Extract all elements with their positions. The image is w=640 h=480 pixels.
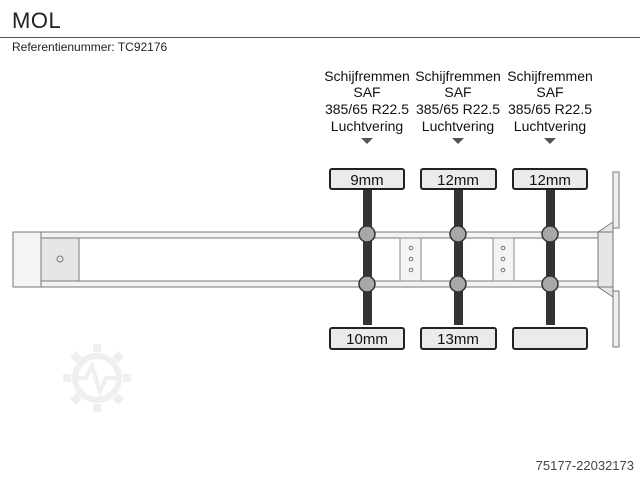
- down-triangle-icon: [544, 138, 556, 144]
- axle-suspension: Luchtvering: [331, 118, 403, 134]
- axle-make: SAF: [536, 84, 563, 100]
- hub: [358, 225, 376, 243]
- rear-end-block: [597, 231, 614, 288]
- axle-suspension: Luchtvering: [514, 118, 586, 134]
- tire-top: [420, 168, 497, 190]
- hub: [358, 275, 376, 293]
- rear-light-bottom: [612, 290, 620, 348]
- front-end-block: [12, 231, 42, 288]
- down-triangle-icon: [452, 138, 464, 144]
- axle-brake: Schijfremmen: [324, 68, 410, 84]
- down-triangle-icon: [361, 138, 373, 144]
- tire-bottom: [512, 327, 588, 350]
- axle-make: SAF: [353, 84, 380, 100]
- cross-member: [399, 237, 422, 282]
- axle-bar: [363, 189, 372, 325]
- kingpin-plate: [40, 237, 80, 282]
- cross-member: [492, 237, 515, 282]
- tire-top: [512, 168, 588, 190]
- hub: [541, 225, 559, 243]
- axle-make: SAF: [444, 84, 471, 100]
- tread-depth-bottom: 10mm: [346, 331, 388, 348]
- axle-tire-size: 385/65 R22.5: [325, 101, 409, 117]
- tread-depth-bottom: 13mm: [437, 331, 479, 348]
- listing-id: 75177-22032173: [535, 458, 634, 473]
- trailer-chassis: [12, 171, 620, 348]
- axle-tire-size: 385/65 R22.5: [416, 101, 500, 117]
- axle-1: Schijfremmen SAF 385/65 R22.5 Luchtverin…: [324, 68, 410, 350]
- axle-brake: Schijfremmen: [415, 68, 501, 84]
- tread-depth-top: 12mm: [437, 172, 479, 189]
- tread-depth-top: 9mm: [350, 172, 383, 189]
- title-divider: [0, 37, 640, 38]
- axle-brake: Schijfremmen: [507, 68, 593, 84]
- hub: [449, 275, 467, 293]
- kingpin: [56, 255, 64, 263]
- gear-heartbeat-watermark-icon: [63, 344, 131, 412]
- tread-depth-top: 12mm: [529, 172, 571, 189]
- page-title: MOL: [12, 8, 62, 33]
- tire-bottom: [329, 327, 405, 350]
- rear-light-top: [612, 171, 620, 229]
- hub: [541, 275, 559, 293]
- axle-bar: [546, 189, 555, 325]
- axle-2: Schijfremmen SAF 385/65 R22.5 Luchtverin…: [415, 68, 501, 350]
- axle-3: Schijfremmen SAF 385/65 R22.5 Luchtverin…: [507, 68, 593, 350]
- axle-bar: [454, 189, 463, 325]
- reference-number: Referentienummer: TC92176: [12, 40, 168, 54]
- tire-top: [329, 168, 405, 190]
- axle-suspension: Luchtvering: [422, 118, 494, 134]
- hub: [449, 225, 467, 243]
- tire-bottom: [420, 327, 497, 350]
- axle-tire-size: 385/65 R22.5: [508, 101, 592, 117]
